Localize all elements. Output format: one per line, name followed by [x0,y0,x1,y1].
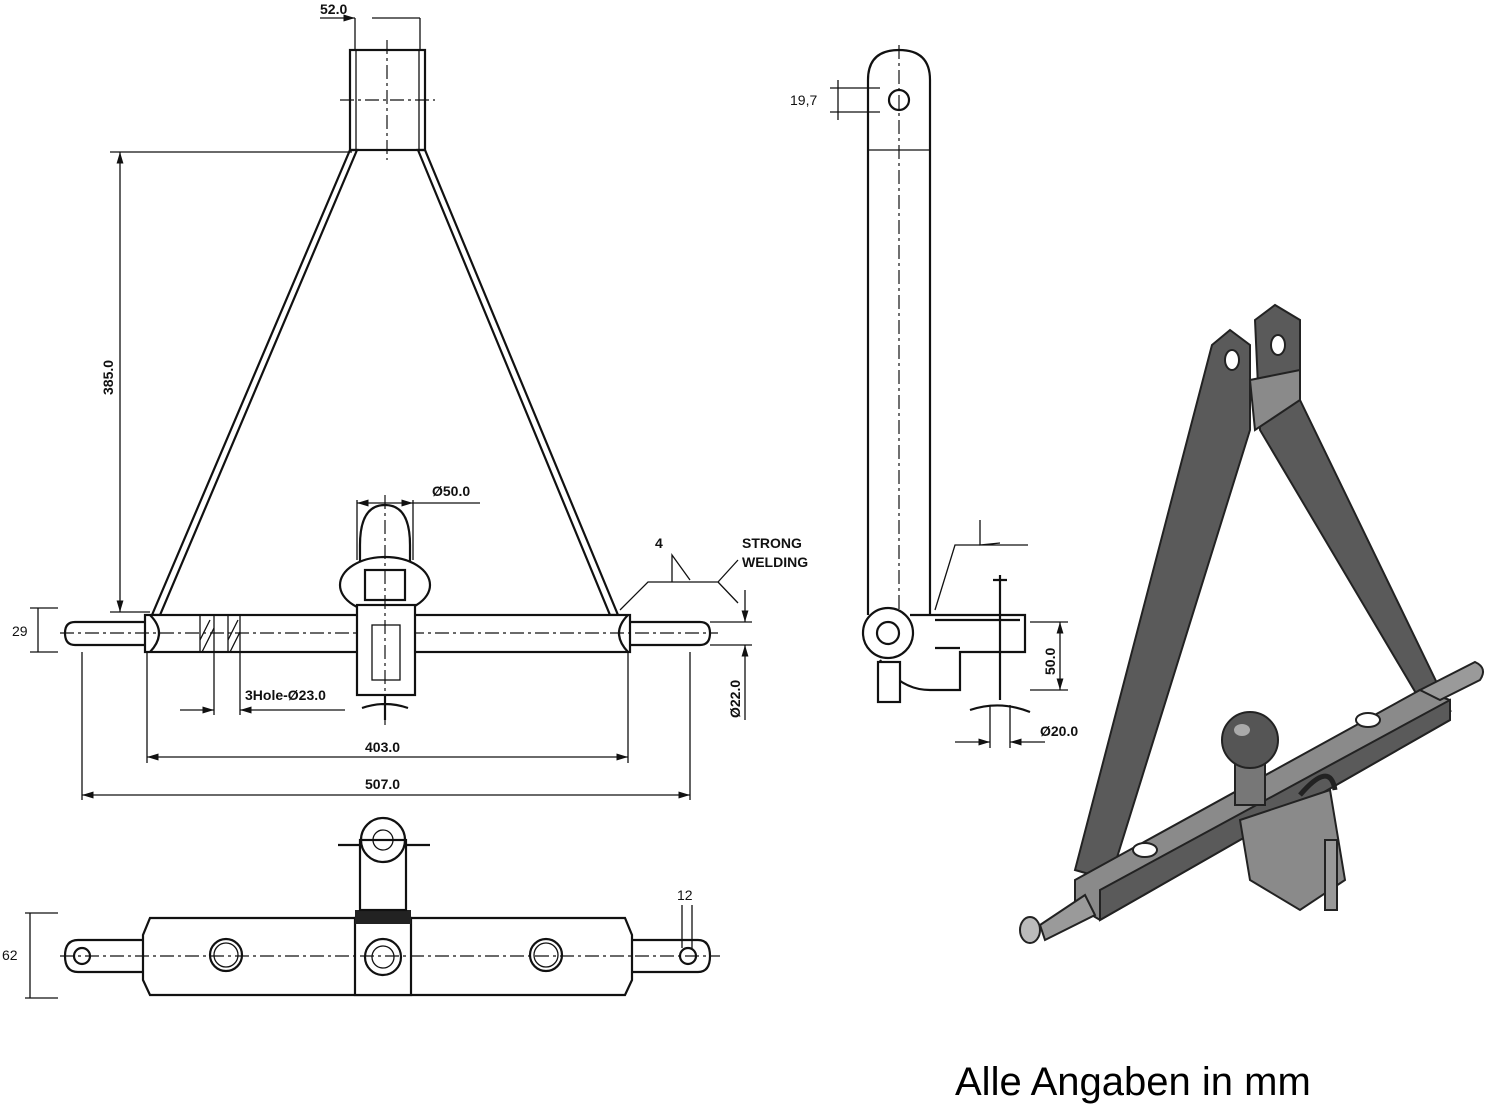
dim-ball-diameter: Ø50.0 [432,483,470,499]
dim-pin-hole: 12 [677,887,693,903]
weld-note-line1: STRONG [742,535,802,551]
left-strut [150,148,359,617]
dim-clevis-height: 50.0 [1042,648,1058,675]
dim-overall-width: 507.0 [365,776,400,792]
right-strut [416,148,620,617]
weld-note-line2: WELDING [742,554,808,570]
caption: Alle Angaben in mm [955,1060,1311,1104]
dim-holes: 3Hole-Ø23.0 [245,687,326,703]
bottom-bar [141,916,634,997]
dim-pin-diameter: Ø22.0 [727,680,743,718]
dim-bottom-height: 62 [2,947,18,963]
iso-hitch-ball [1221,711,1279,769]
weld-size: 4 [655,535,663,551]
bottom-view: 62 12 [2,816,720,999]
front-view: 52.0 385.0 Ø50.0 4 STRONG WELDING 29 Ø22… [12,1,808,800]
isometric-view [1019,303,1485,944]
dim-clevis-pin: Ø20.0 [1040,723,1078,739]
dim-top-width: 52.0 [320,1,347,17]
dim-height: 385.0 [100,360,116,395]
dim-inner-width: 403.0 [365,739,400,755]
side-view: 19,7 50.0 Ø20.0 [790,45,1078,748]
dim-bar-height: 29 [12,623,28,639]
dim-top-hole: 19,7 [790,92,817,108]
